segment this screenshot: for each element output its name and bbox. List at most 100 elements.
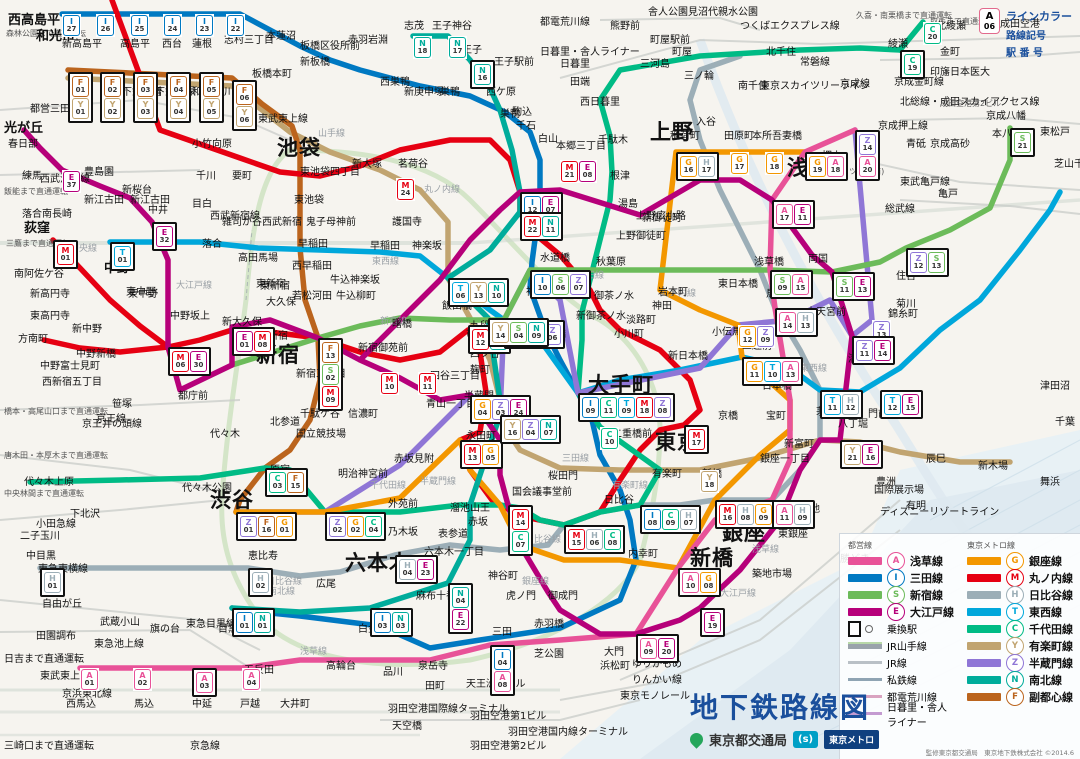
major-station-name[interactable]: 池袋: [277, 136, 321, 160]
major-station-name[interactable]: 六本木: [345, 551, 411, 575]
